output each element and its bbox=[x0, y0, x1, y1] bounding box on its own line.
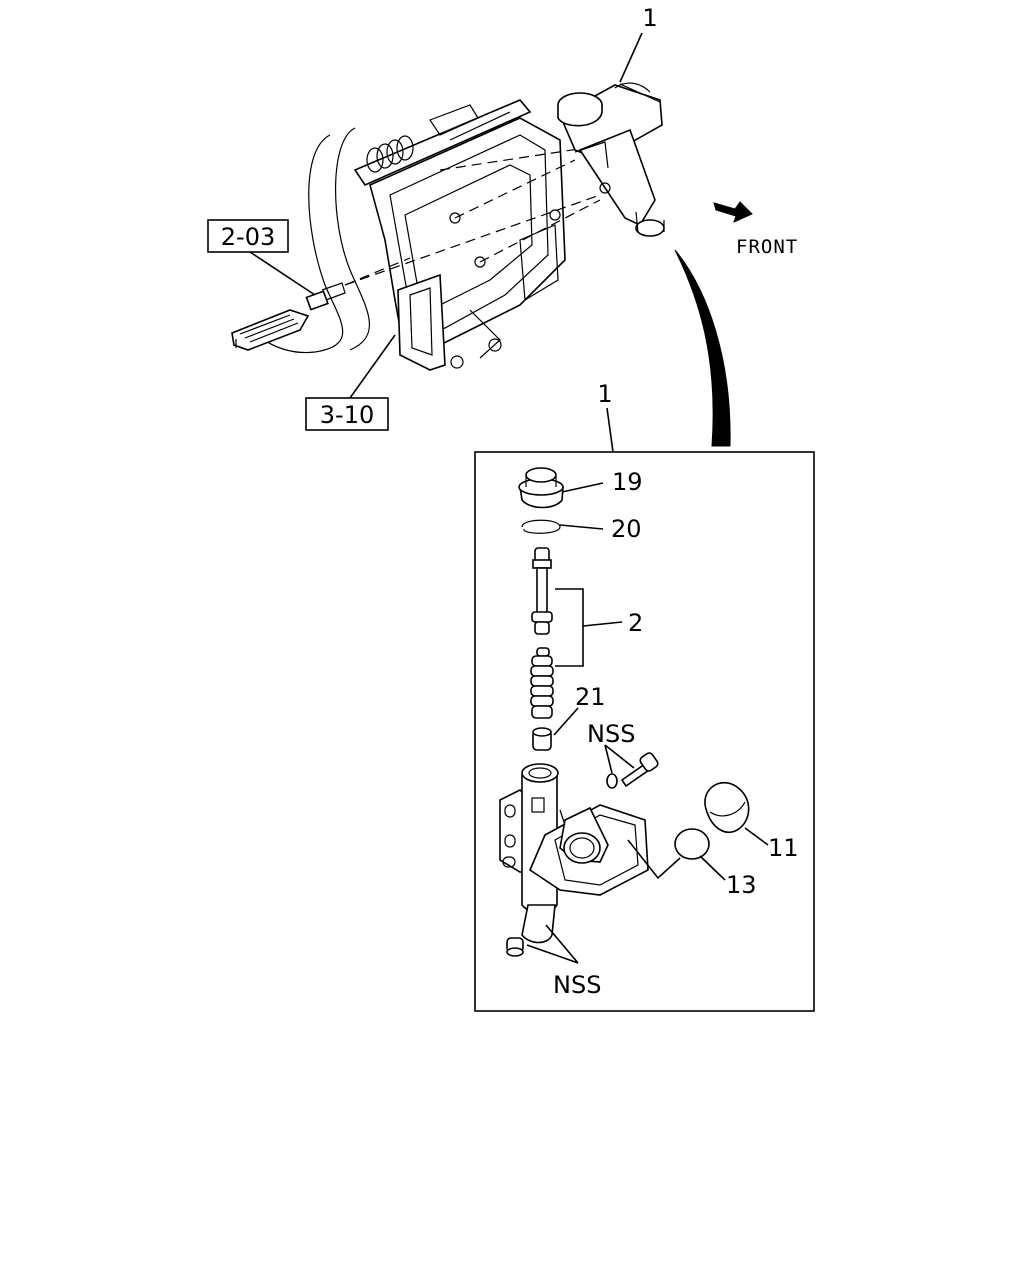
label-part-1-top: 1 bbox=[642, 4, 657, 32]
label-nss-lower: NSS bbox=[553, 971, 601, 999]
stopper-bolt bbox=[305, 282, 346, 311]
label-part-20: 20 bbox=[611, 515, 642, 543]
label-front: FRONT bbox=[736, 236, 798, 258]
master-cylinder-body bbox=[499, 763, 649, 944]
detail-arrow bbox=[674, 249, 731, 447]
label-part-21: 21 bbox=[575, 683, 606, 711]
label-part-13: 13 bbox=[726, 871, 757, 899]
snap-ring-20 bbox=[521, 519, 561, 534]
label-nss-upper: NSS bbox=[587, 720, 635, 748]
reservoir-cap-11 bbox=[704, 781, 750, 834]
label-ref-2-03: 2-03 bbox=[221, 223, 275, 251]
bolt-and-washer-nss bbox=[606, 752, 659, 789]
label-part-2: 2 bbox=[628, 609, 643, 637]
label-part-19: 19 bbox=[612, 468, 643, 496]
ref-box-2-03 bbox=[207, 219, 289, 253]
dust-boot-19 bbox=[518, 467, 564, 509]
bleed-screw-nss bbox=[506, 937, 524, 957]
ref-box-3-10 bbox=[305, 397, 389, 431]
label-ref-3-10: 3-10 bbox=[320, 401, 374, 429]
piston-kit-2 bbox=[530, 547, 554, 719]
seal-13 bbox=[674, 828, 710, 860]
pedal-bracket-assembly bbox=[231, 99, 606, 371]
plug-21 bbox=[532, 727, 552, 751]
pedal-pad bbox=[231, 309, 310, 351]
clutch-master-cylinder-top bbox=[557, 82, 665, 237]
label-part-11: 11 bbox=[768, 834, 799, 862]
return-spring bbox=[366, 135, 414, 173]
front-direction-arrow bbox=[713, 201, 753, 223]
label-part-1-inset: 1 bbox=[597, 380, 612, 408]
